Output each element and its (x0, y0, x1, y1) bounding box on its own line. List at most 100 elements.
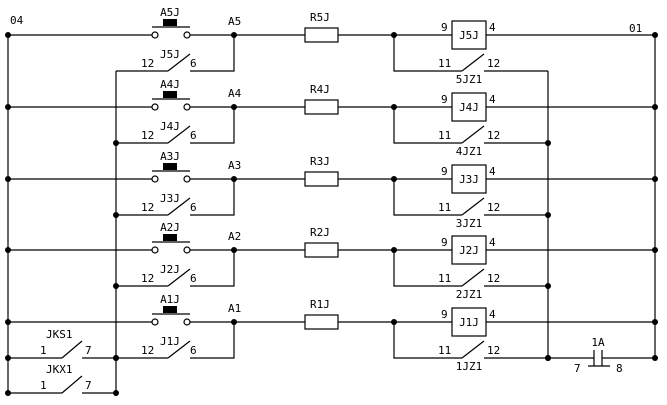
holding-contact-blade (167, 197, 191, 216)
aux-contact-2: JKX1 1 7 (5, 363, 119, 396)
feedback-contact-blade (461, 197, 485, 216)
aux-pin-a: 1 (40, 344, 47, 357)
pushbutton-terminal (151, 246, 159, 254)
holding-wire-right (190, 107, 235, 144)
node-label: A2 (228, 230, 241, 243)
relay-pin-out: 4 (489, 165, 496, 178)
feedback-contact-label: 4JZ1 (456, 145, 483, 158)
aux-pin-a: 1 (40, 379, 47, 392)
feedback-pin-b: 12 (487, 57, 500, 70)
relay-pin-out: 4 (489, 21, 496, 34)
holding-wire-right (190, 322, 235, 359)
feedback-pin-b: 12 (487, 272, 500, 285)
holding-contact-blade (167, 125, 191, 144)
holding-pin-a: 12 (141, 344, 154, 357)
pushbutton-cap (163, 19, 177, 26)
resistor-label: R3J (310, 155, 330, 168)
feedback-contact-blade (461, 268, 485, 287)
holding-wire-right (190, 250, 235, 287)
relay-label: J1J (459, 316, 479, 329)
pushbutton-cap (163, 91, 177, 98)
holding-pin-b: 6 (190, 201, 197, 214)
pushbutton-terminal (151, 318, 159, 326)
relay-pin-in: 9 (441, 236, 448, 249)
pushbutton-terminal (183, 31, 191, 39)
pushbutton-label: A5J (160, 6, 180, 19)
holding-pin-a: 12 (141, 272, 154, 285)
relay-pin-in: 9 (441, 21, 448, 34)
pushbutton-label: A2J (160, 221, 180, 234)
holding-pin-a: 12 (141, 57, 154, 70)
holding-pin-b: 6 (190, 57, 197, 70)
resistor (304, 242, 339, 258)
relay-coil (451, 20, 487, 50)
relay-pin-in: 9 (441, 165, 448, 178)
resistor (304, 314, 339, 330)
feedback-contact-label: 3JZ1 (456, 217, 483, 230)
feedback-pin-a: 11 (438, 201, 451, 214)
holding-contact-label: J5J (160, 48, 180, 61)
relay-label: J2J (459, 244, 479, 257)
node-label: A1 (228, 302, 241, 315)
aux-contact-label: JKX1 (46, 363, 73, 376)
aux-pin-b: 7 (85, 379, 92, 392)
relay-pin-in: 9 (441, 93, 448, 106)
relay-pin-out: 4 (489, 236, 496, 249)
feedback-contact-blade (461, 53, 485, 72)
feedback-wire-left (393, 250, 462, 287)
pushbutton-cap (163, 306, 177, 313)
terminal-left-label: 04 (10, 14, 24, 27)
aux-contact-blade (61, 375, 83, 394)
pushbutton-cap (163, 234, 177, 241)
pushbutton-terminal (151, 103, 159, 111)
relay-label: J4J (459, 101, 479, 114)
aux-contact-blade (61, 340, 83, 359)
resistor (304, 27, 339, 43)
terminal-right-label: 01 (629, 22, 642, 35)
breaker-pin-a: 7 (574, 362, 581, 375)
relay-pin-out: 4 (489, 93, 496, 106)
holding-pin-a: 12 (141, 201, 154, 214)
pushbutton-terminal (183, 175, 191, 183)
holding-contact-label: J1J (160, 335, 180, 348)
breaker-label: 1A (591, 336, 605, 349)
resistor-label: R1J (310, 298, 330, 311)
feedback-pin-b: 12 (487, 129, 500, 142)
holding-pin-b: 6 (190, 129, 197, 142)
holding-wire-right (190, 179, 235, 216)
feedback-pin-b: 12 (487, 344, 500, 357)
relay-pin-out: 4 (489, 308, 496, 321)
relay-coil (451, 235, 487, 265)
feedback-pin-b: 12 (487, 201, 500, 214)
pushbutton-terminal (151, 175, 159, 183)
holding-contact-label: J2J (160, 263, 180, 276)
aux-contact-label: JKS1 (46, 328, 73, 341)
pushbutton-cap (163, 163, 177, 170)
resistor-label: R4J (310, 83, 330, 96)
feedback-contact-label: 1JZ1 (456, 360, 483, 373)
feedback-contact-blade (461, 340, 485, 359)
holding-contact-blade (167, 340, 191, 359)
feedback-pin-a: 11 (438, 272, 451, 285)
feedback-wire-left (393, 107, 462, 144)
resistor (304, 171, 339, 187)
pushbutton-terminal (183, 103, 191, 111)
breaker-pin-b: 8 (616, 362, 623, 375)
holding-pin-b: 6 (190, 272, 197, 285)
resistor-label: R5J (310, 11, 330, 24)
feedback-wire-left (393, 35, 462, 72)
relay-label: J5J (459, 29, 479, 42)
feedback-pin-a: 11 (438, 344, 451, 357)
feedback-pin-a: 11 (438, 129, 451, 142)
relay-coil (451, 92, 487, 122)
feedback-wire-left (393, 322, 462, 359)
holding-pin-b: 6 (190, 344, 197, 357)
breaker-1a: 1A 7 8 (545, 336, 658, 375)
pushbutton-label: A1J (160, 293, 180, 306)
holding-contact-blade (167, 53, 191, 72)
